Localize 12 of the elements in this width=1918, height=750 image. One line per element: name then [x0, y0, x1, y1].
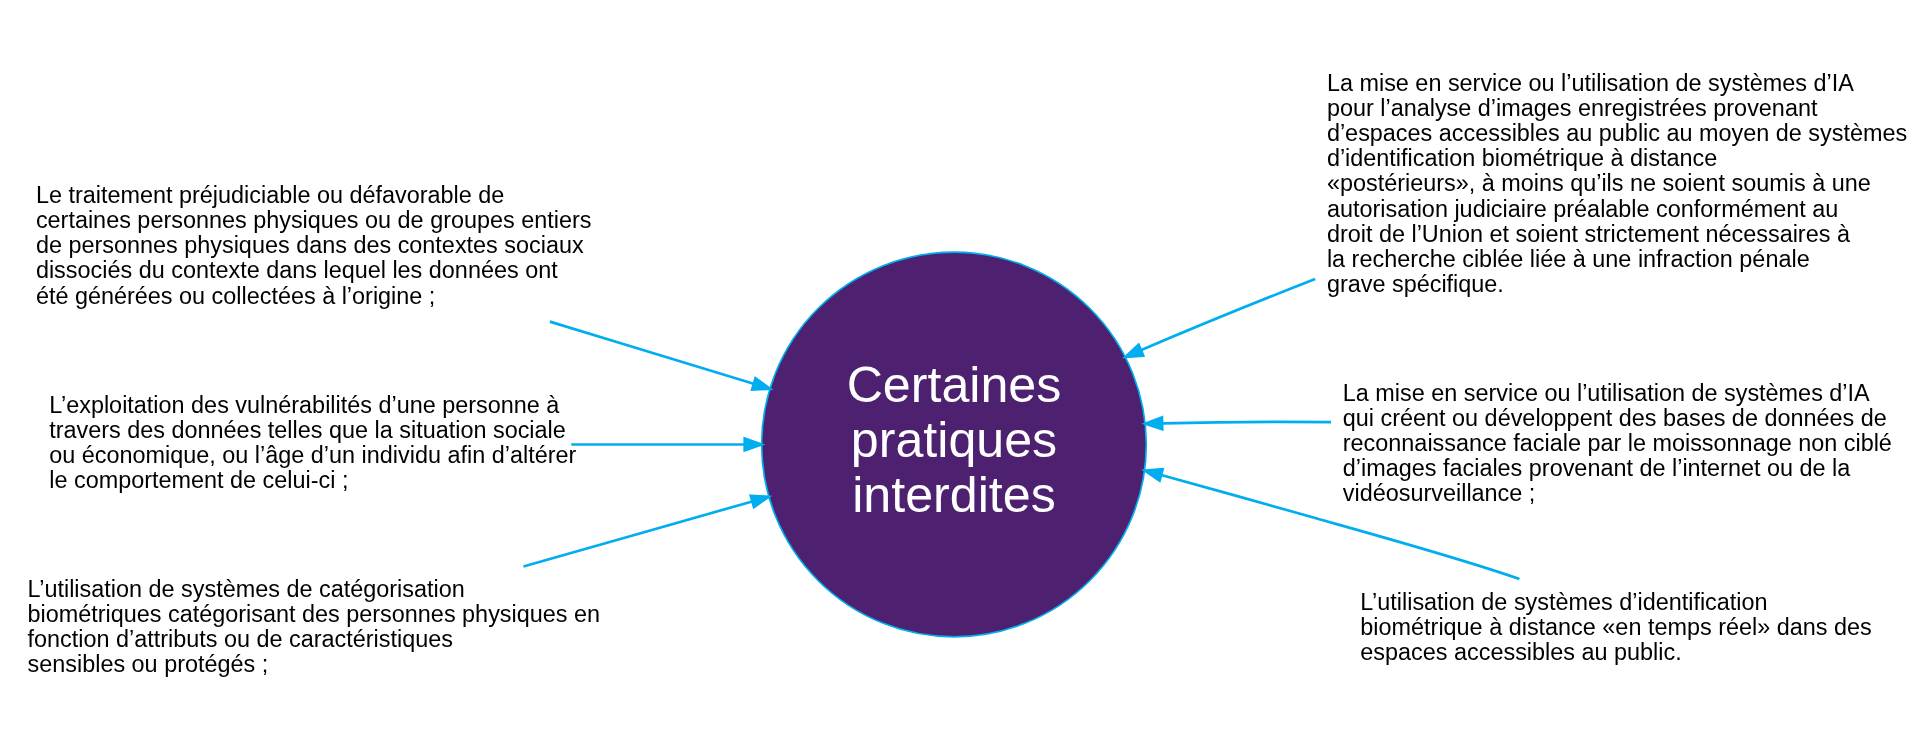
arrow — [1121, 277, 1316, 358]
arrow — [1141, 415, 1331, 431]
arrow — [1141, 467, 1520, 580]
node-text: La mise en service ou l’utilisation de systèmes d’IA qui créent ou développent des bases de données de reconnaissance faciale par le moissonnage non ciblé d’images faciales provenant de l’internet ou de la vidéosurveillance ; — [1342, 379, 1892, 506]
node-text: Le traitement préjudiciable ou défavorable de certaines personnes physiques ou de groupes entiers de personnes physiques dans des contextes sociaux dissociés du contexte dans lequel les données ont été générées ou collectées à l’origine ; — [35, 181, 592, 309]
node-text: L’utilisation de systèmes d’identification biométrique à distance «en temps réel» dans des espaces accessibles au public. — [1360, 588, 1872, 665]
arrow — [549, 319, 774, 391]
node-text: L’utilisation de systèmes de catégorisation biométriques catégorisant des personnes physiques en fonction d’attributs ou de caractéristiques sensibles ou protégés ; — [27, 575, 601, 677]
node-text: La mise en service ou l’utilisation de systèmes d’IA pour l’analyse d’images enregistrées provenant d’espaces accessibles au public au moyen de systèmes d’identification biométrique à distance «postérieurs», à moins qu’ils ne soient soumis à une autorisation judiciaire préalable conformément au droit de l’Union et soient strictement nécessaires à la recherche ciblée liée à une infraction pénale grave spécifique. — [1326, 69, 1908, 297]
arrow — [523, 493, 773, 568]
arrow — [571, 436, 766, 452]
node-text: L’exploitation des vulnérabilités d’une personne à travers des données telles que la situation sociale ou économique, ou l’âge d’un individu afin d’altérer le comportement de celui-ci ; — [49, 391, 577, 493]
